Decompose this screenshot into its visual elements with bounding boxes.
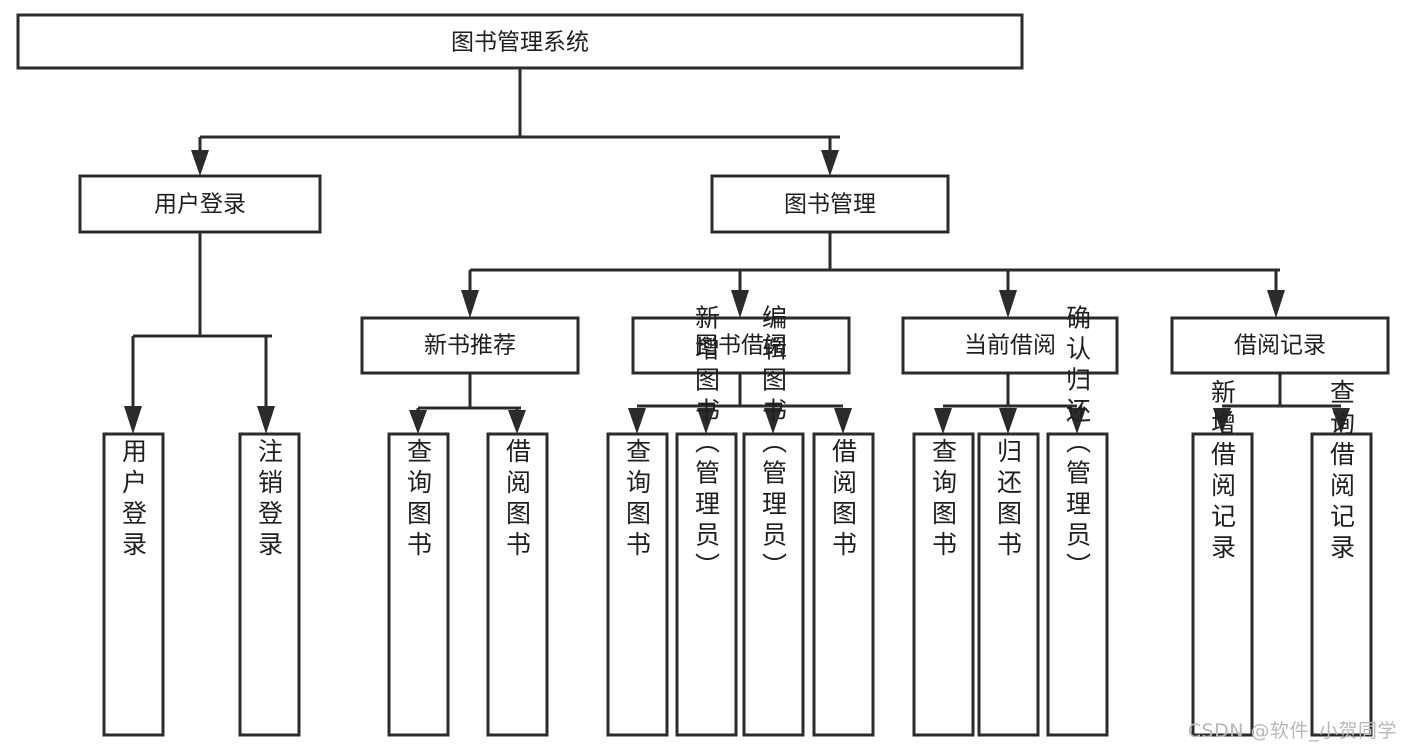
leaf-confirm-return-label: 确认归还（管理员） bbox=[1063, 305, 1092, 584]
connector-layer bbox=[124, 68, 1350, 434]
leaf-query-book-2[interactable]: 查询图书 bbox=[606, 432, 669, 737]
leaf-borrow-book-1-label: 借阅图书 bbox=[503, 438, 532, 562]
leaf-query-book-2-box[interactable] bbox=[606, 432, 669, 737]
leaf-logout-login-label: 注销登录 bbox=[255, 438, 284, 562]
arrow-to-leaf-return-book bbox=[999, 408, 1017, 434]
leaf-user-login-label: 用户登录 bbox=[119, 438, 148, 562]
arrow-to-book-borrow bbox=[731, 290, 749, 318]
arrow-to-leaf-edit-book bbox=[764, 408, 782, 434]
leaf-add-book-label: 新增图书（管理员） bbox=[692, 305, 721, 584]
node-borrow-record-box[interactable] bbox=[1170, 316, 1390, 375]
leaf-user-login-box[interactable] bbox=[102, 432, 165, 737]
leaf-borrow-book-2-box[interactable] bbox=[812, 432, 875, 737]
node-borrow-record[interactable]: 借阅记录 bbox=[1170, 316, 1390, 375]
leaf-query-book-1-box[interactable] bbox=[387, 432, 450, 737]
leaf-borrow-book-2[interactable]: 借阅图书 bbox=[812, 432, 875, 737]
leaf-borrow-book-1-box[interactable] bbox=[486, 432, 549, 737]
leaf-add-book[interactable]: 新增图书（管理员） bbox=[675, 305, 738, 737]
arrow-to-leaf-add-record bbox=[1213, 408, 1231, 434]
leaf-query-record-box[interactable] bbox=[1310, 432, 1373, 737]
arrow-to-new-book-recommend bbox=[461, 290, 479, 318]
arrow-to-leaf-query-book-1 bbox=[409, 410, 427, 434]
leaf-borrow-book-1[interactable]: 借阅图书 bbox=[486, 432, 549, 737]
arrow-to-current-borrow bbox=[999, 290, 1017, 318]
leaf-query-record-label: 查询借阅记录 bbox=[1327, 379, 1356, 565]
arrow-to-leaf-add-book bbox=[697, 408, 715, 434]
node-new-book-recommend-label: 新书推荐 bbox=[424, 333, 516, 359]
node-root-label: 图书管理系统 bbox=[451, 30, 589, 56]
leaf-return-book[interactable]: 归还图书 bbox=[977, 432, 1040, 737]
node-new-book-recommend-box[interactable] bbox=[360, 316, 580, 375]
leaf-add-record-box[interactable] bbox=[1191, 432, 1254, 737]
arrow-to-leaf-borrow-book-1 bbox=[508, 410, 526, 434]
node-user-login[interactable]: 用户登录 bbox=[78, 174, 322, 234]
leaf-query-book-1[interactable]: 查询图书 bbox=[387, 432, 450, 737]
leaf-edit-book-label: 编辑图书（管理员） bbox=[759, 305, 788, 584]
leaf-add-book-box[interactable] bbox=[675, 432, 738, 737]
leaf-edit-book-box[interactable] bbox=[742, 432, 805, 737]
leaf-add-record-label: 新增借阅记录 bbox=[1208, 379, 1237, 565]
node-book-manage[interactable]: 图书管理 bbox=[710, 174, 950, 234]
node-book-borrow[interactable]: 图书借阅 bbox=[631, 316, 851, 375]
leaf-query-book-3[interactable]: 查询图书 bbox=[912, 432, 975, 737]
arrow-to-user-login bbox=[191, 150, 209, 176]
arrow-to-borrow-record bbox=[1267, 290, 1285, 318]
arrow-to-leaf-user-login bbox=[124, 406, 142, 434]
leaf-return-book-label: 归还图书 bbox=[994, 438, 1023, 562]
leaf-edit-book[interactable]: 编辑图书（管理员） bbox=[742, 305, 805, 737]
leaf-add-record[interactable]: 新增借阅记录 bbox=[1191, 379, 1254, 737]
leaf-confirm-return[interactable]: 确认归还（管理员） bbox=[1046, 305, 1109, 737]
arrow-to-leaf-confirm-return bbox=[1068, 408, 1086, 434]
node-root-box[interactable] bbox=[16, 13, 1024, 70]
node-book-manage-label: 图书管理 bbox=[784, 192, 876, 218]
arrow-to-leaf-logout-login bbox=[257, 406, 275, 434]
leaf-return-book-box[interactable] bbox=[977, 432, 1040, 737]
leaf-query-book-2-label: 查询图书 bbox=[623, 438, 652, 562]
leaf-confirm-return-box[interactable] bbox=[1046, 432, 1109, 737]
node-book-borrow-box[interactable] bbox=[631, 316, 851, 375]
node-borrow-record-label: 借阅记录 bbox=[1234, 333, 1326, 359]
arrow-to-leaf-query-book-2 bbox=[628, 408, 646, 434]
leaf-logout-login[interactable]: 注销登录 bbox=[238, 432, 301, 737]
leaf-borrow-book-2-label: 借阅图书 bbox=[829, 438, 858, 562]
leaf-user-login[interactable]: 用户登录 bbox=[102, 432, 165, 737]
leaf-query-book-1-label: 查询图书 bbox=[404, 438, 433, 562]
node-user-login-box[interactable] bbox=[78, 174, 322, 234]
arrow-to-leaf-query-book-3 bbox=[934, 408, 952, 434]
arrow-to-leaf-borrow-book-2 bbox=[834, 408, 852, 434]
node-user-login-label: 用户登录 bbox=[154, 192, 246, 218]
node-root[interactable]: 图书管理系统 bbox=[16, 13, 1024, 70]
node-current-borrow[interactable]: 当前借阅 bbox=[901, 316, 1119, 375]
node-current-borrow-label: 当前借阅 bbox=[964, 333, 1056, 359]
leaf-logout-login-box[interactable] bbox=[238, 432, 301, 737]
arrow-to-book-manage bbox=[821, 150, 839, 176]
node-new-book-recommend[interactable]: 新书推荐 bbox=[360, 316, 580, 375]
leaf-query-book-3-label: 查询图书 bbox=[929, 438, 958, 562]
arrow-to-leaf-query-record bbox=[1332, 408, 1350, 434]
leaf-query-book-3-box[interactable] bbox=[912, 432, 975, 737]
node-book-borrow-label: 图书借阅 bbox=[695, 333, 787, 359]
leaf-query-record[interactable]: 查询借阅记录 bbox=[1310, 379, 1373, 737]
node-current-borrow-box[interactable] bbox=[901, 316, 1119, 375]
node-book-manage-box[interactable] bbox=[710, 174, 950, 234]
